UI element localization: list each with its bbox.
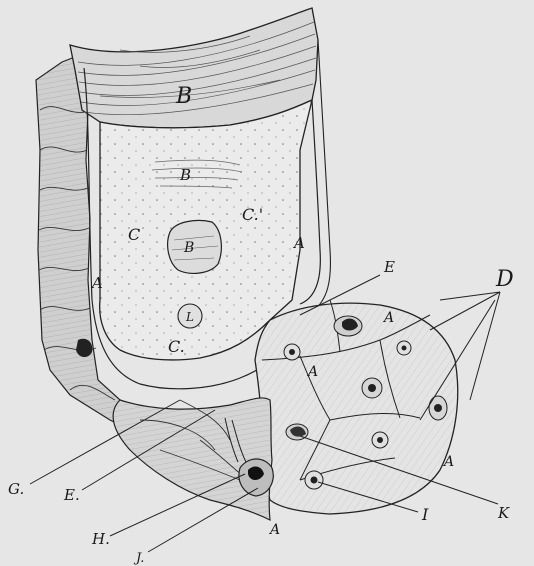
label-g: G.	[8, 480, 24, 498]
label-inner-b2: B	[183, 240, 194, 256]
lower-connector-hatch	[113, 398, 272, 520]
label-h: H.	[91, 530, 110, 548]
label-inner-b1: B	[179, 166, 191, 184]
label-c-left: C	[128, 225, 140, 244]
label-c-prime: C.'	[242, 205, 263, 224]
label-e-left: E.	[63, 486, 80, 504]
label-a-upper: A	[382, 310, 394, 326]
label-a-left: A	[90, 274, 103, 292]
label-j: J.	[133, 551, 144, 566]
label-a-mid: A	[306, 364, 318, 380]
label-i: I	[421, 505, 429, 524]
label-k: K	[497, 504, 510, 522]
label-a-right: A	[292, 234, 305, 252]
label-l: L	[185, 310, 194, 324]
label-e-top: E	[383, 258, 395, 276]
label-a-bottom: A	[268, 522, 280, 538]
label-d: D	[495, 267, 514, 292]
central-nucleus	[168, 220, 222, 273]
label-top-b: B	[175, 84, 192, 109]
label-a-lower: A	[442, 454, 454, 470]
label-c-bottom: C.	[168, 337, 185, 356]
